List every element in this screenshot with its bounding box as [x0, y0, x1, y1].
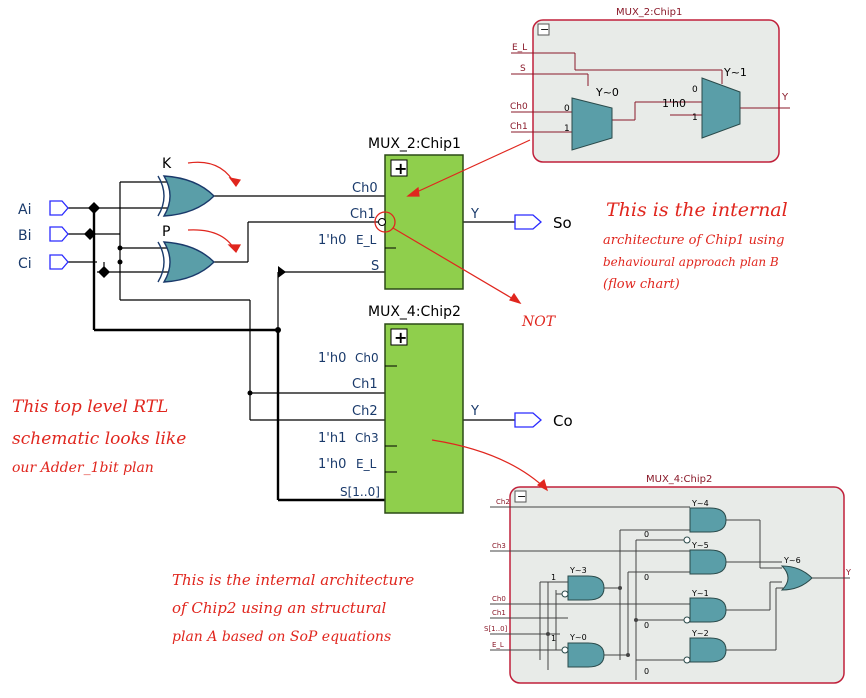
inset-chip2-gate-y2: Y~2: [691, 629, 709, 638]
input-ports: Ai Bi Ci: [18, 200, 69, 272]
xor-gate-p: P: [157, 224, 215, 283]
inset-chip1-port-s: S: [520, 64, 526, 74]
input-port-bi: Bi: [18, 226, 69, 244]
inset-chip1-sel0b: 0: [692, 85, 698, 95]
inset-chip1-out: Y: [781, 92, 789, 103]
input-label-ai: Ai: [18, 202, 31, 218]
inset-chip1-sel0: 0: [564, 104, 570, 114]
note2-line3: our Adder_1bit plan: [12, 460, 154, 476]
inset-chip1-mux-a: Y~0: [595, 86, 619, 99]
note3-line3: plan A based on SoP equations: [172, 629, 391, 645]
inset-chip1-collapse-icon[interactable]: −: [540, 23, 549, 36]
chip1-pin-y: Y: [470, 207, 479, 222]
note2-line1: This top level RTL: [12, 397, 168, 417]
note3-line1: This is the internal architecture: [172, 571, 414, 589]
inset-chip2-gate-y0: Y~0: [569, 633, 587, 642]
inset-chip2-gate-y1: Y~1: [691, 589, 709, 598]
inset-chip1: MUX_2:Chip1 − E_L S Ch0 Ch1 Y~0 Y~1 1'h0…: [510, 7, 790, 163]
inset-chip2-const-1b: 1: [551, 634, 556, 643]
chip2-pin-const1: 1'h1: [318, 431, 346, 446]
chip1-pin-s: S: [371, 259, 379, 274]
annotation-note-chip1: This is the internal architecture of Chi…: [603, 199, 788, 292]
note2-line2: schematic looks like: [12, 429, 186, 449]
inset-chip2-port-ch2: Ch2: [496, 498, 510, 506]
output-port-co: [514, 412, 542, 428]
chip1-pin-ch0: Ch0: [352, 181, 378, 196]
inset-chip2-collapse-icon[interactable]: −: [517, 490, 526, 503]
inset-chip1-mux-b: Y~1: [723, 66, 747, 79]
xor-gate-k: K: [157, 156, 215, 217]
input-label-ci: Ci: [18, 256, 32, 272]
note1-line4: (flow chart): [603, 277, 680, 292]
chip2-pin-ch3: Ch3: [355, 431, 379, 445]
input-port-ci: Ci: [18, 254, 69, 272]
inset-chip1-port-el: E_L: [512, 43, 527, 53]
inset-chip1-const: 1'h0: [662, 97, 686, 110]
inset-chip2-const-0a: 0: [644, 530, 649, 539]
top-level-wires: [68, 181, 515, 502]
chip1-title: MUX_2:Chip1: [368, 136, 461, 152]
annotation-note-chip2: This is the internal architecture of Chi…: [172, 571, 414, 645]
junction-dots: [84, 202, 286, 396]
note3-line2: of Chip2 using an structural: [172, 599, 387, 617]
inset-chip2-port-ch0: Ch0: [492, 595, 506, 603]
chip1-expand-icon[interactable]: +: [394, 159, 407, 178]
inset-chip2-port-ch3: Ch3: [492, 542, 506, 550]
note1-line3: behavioural approach plan B: [603, 255, 779, 269]
inset-chip2-gate-y5: Y~5: [691, 541, 709, 550]
inset-chip2-port-el: E_L: [492, 641, 504, 649]
output-label-co: Co: [553, 412, 573, 430]
chip2-pin-el: E_L: [356, 457, 377, 471]
inset-chip2-const-1a: 1: [551, 573, 556, 582]
chip2-pin-ch2: Ch2: [352, 404, 378, 419]
inset-chip2-gate-y6: Y~6: [783, 556, 801, 565]
chip2-block: MUX_4:Chip2 + 1'h0 Ch0 Ch1 Ch2 1'h1 Ch3 …: [318, 304, 479, 514]
gate-label-p: P: [162, 224, 170, 240]
inset-chip2: MUX_4:Chip2 −: [484, 474, 851, 684]
inset-chip2-port-ch1: Ch1: [492, 609, 506, 617]
inset-chip1-sel1: 1: [564, 124, 570, 134]
chip2-pin-const2: 1'h0: [318, 457, 346, 472]
chip2-pin-y: Y: [470, 404, 479, 419]
note1-line2: architecture of Chip1 using: [603, 233, 784, 248]
note1-line1: This is the internal: [606, 199, 788, 221]
inset-chip2-out: Y: [845, 568, 851, 577]
chip2-expand-icon[interactable]: +: [394, 328, 407, 347]
chip2-pin-sel: S[1..0]: [340, 485, 380, 499]
inset-chip1-sel1b: 1: [692, 113, 698, 123]
chip2-title: MUX_4:Chip2: [368, 304, 461, 320]
inset-chip2-gate-y4: Y~4: [691, 499, 709, 508]
input-port-ai: Ai: [18, 200, 69, 218]
inset-chip2-const-0c: 0: [644, 621, 649, 630]
inset-chip2-title: MUX_4:Chip2: [646, 474, 712, 485]
chip2-pin-const0: 1'h0: [318, 351, 346, 366]
inset-chip2-port-sel: S[1..0]: [484, 625, 508, 633]
gate-label-k: K: [162, 156, 172, 172]
annotation-arrows: [187, 139, 548, 492]
output-ports: So Co: [514, 214, 573, 430]
annotation-note-toplevel: This top level RTL schematic looks like …: [12, 397, 186, 476]
inset-chip2-const-0d: 0: [644, 667, 649, 676]
chip2-pin-ch0: Ch0: [355, 351, 379, 365]
chip1-pin-ch1: Ch1: [350, 207, 376, 222]
chip2-pin-ch1: Ch1: [352, 377, 378, 392]
chip1-pin-const: 1'h0: [318, 233, 346, 248]
inset-chip1-port-ch0: Ch0: [510, 102, 528, 112]
inset-chip1-title: MUX_2:Chip1: [616, 7, 682, 18]
annotation-not: NOT: [521, 314, 557, 330]
inset-chip2-const-0b: 0: [644, 573, 649, 582]
chip1-block: MUX_2:Chip1 + Ch0 Ch1 1'h0 E_L S Y: [318, 136, 479, 290]
inset-chip1-port-ch1: Ch1: [510, 122, 528, 132]
inset-chip2-gate-y3: Y~3: [569, 566, 587, 575]
output-port-so: [514, 214, 542, 230]
output-label-so: So: [553, 214, 572, 232]
input-label-bi: Bi: [18, 228, 32, 244]
chip1-pin-el: E_L: [356, 233, 377, 247]
